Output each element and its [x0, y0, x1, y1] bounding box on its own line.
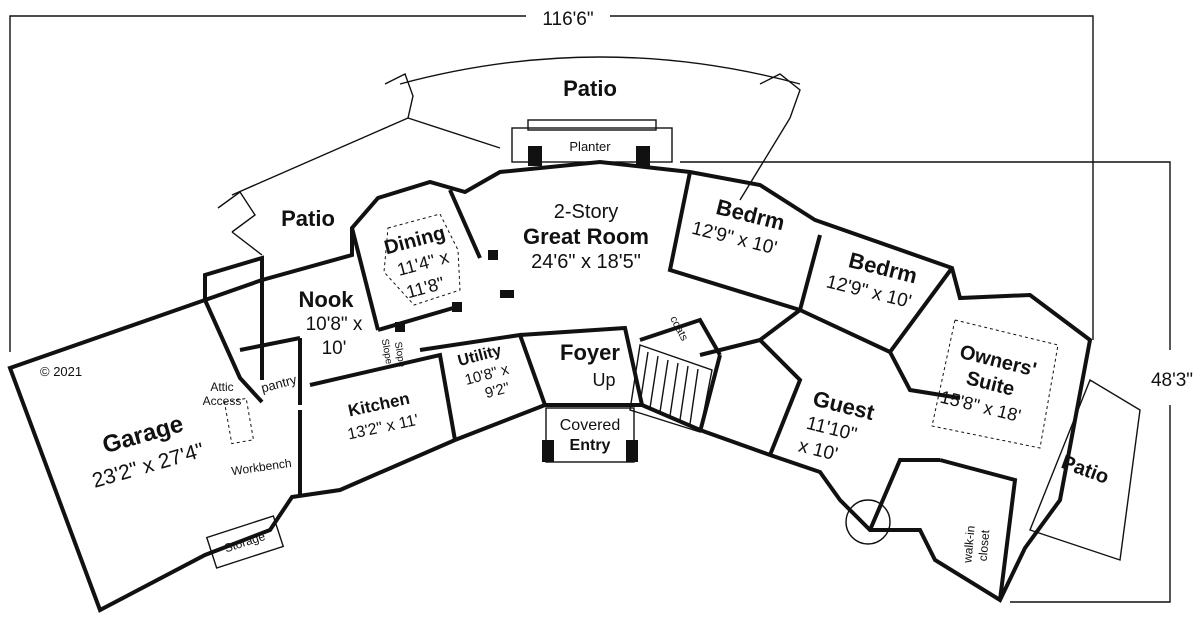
attic-line1: Attic	[210, 380, 233, 394]
covered-entry-outline	[542, 407, 638, 463]
slope-b-label: Slope	[392, 341, 407, 369]
nook-size1: 10'8" x	[306, 314, 363, 335]
tub-outline	[845, 499, 891, 545]
great-room-line2: Great Room	[523, 224, 649, 249]
storage-outline	[205, 515, 285, 569]
nook-size2: 10'	[322, 338, 347, 359]
dining-size2: 11'8"	[404, 273, 446, 302]
attic-line2: Access	[203, 394, 242, 408]
column-posts	[395, 250, 514, 332]
patio-right-label: Patio	[1058, 451, 1111, 488]
attic-access-outline	[223, 397, 255, 445]
dining-table-outline	[383, 213, 461, 306]
foyer-label: Foyer	[560, 340, 620, 365]
stairs	[629, 344, 713, 433]
covered-entry-line2: Entry	[570, 437, 611, 454]
overall-width-label: 116'6"	[542, 9, 593, 30]
exterior-wall	[7, 159, 1093, 613]
pantry-label: pantry	[259, 372, 298, 396]
great-room-line1: 2-Story	[554, 201, 618, 223]
overall-depth-label: 48'3"	[1151, 370, 1193, 391]
copyright-text: © 2021	[40, 364, 82, 379]
planter-label: Planter	[569, 139, 611, 154]
dimension-lines	[9, 15, 1171, 603]
walk-in-line1: walk-in	[960, 525, 977, 564]
covered-entry-line1: Covered	[560, 417, 620, 434]
utility-size2: 9'2"	[483, 379, 511, 402]
great-room-size: 24'6" x 18'5"	[531, 251, 641, 273]
nook-label: Nook	[299, 287, 355, 312]
slope-a-label: Slope	[379, 338, 394, 366]
interior-walls	[203, 171, 1018, 601]
patio-main-label: Patio	[563, 76, 617, 101]
foyer-stairs-label: Up	[592, 370, 615, 390]
storage-label: Storage	[223, 529, 268, 555]
rear-patio-outline	[217, 56, 801, 256]
patio-left-label: Patio	[281, 206, 335, 231]
walk-in-line2: closet	[976, 529, 993, 562]
side-patio-outline	[1029, 378, 1141, 561]
owners-bed-outline	[931, 319, 1059, 449]
workbench-label: Workbench	[231, 456, 293, 478]
